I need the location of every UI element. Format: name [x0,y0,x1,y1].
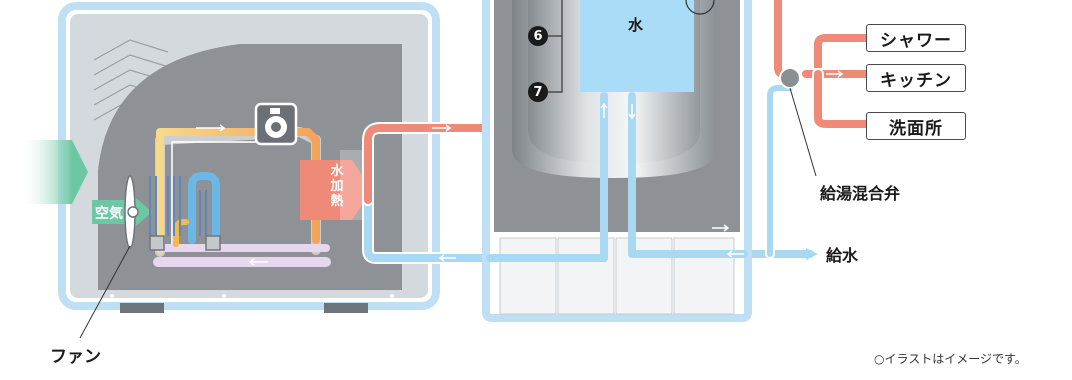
step-bracket [548,0,563,93]
outlet-washroom: 洗面所 [866,112,966,140]
mixing-valve-label: 給湯混合弁 [820,184,901,203]
mixing-valve-leader-line [789,87,817,177]
water-heating-char-3: 熱 [330,194,344,209]
air-label: 空気 [95,206,123,222]
air-flow-arrow [20,140,88,204]
water-supply-arrow [806,248,818,260]
water-supply-label: 給水 [826,246,859,265]
tank-cold-risers [486,92,748,262]
storage-tank-unit [482,0,752,322]
water-heating-label: 水 加 熱 [328,164,346,209]
flow-arrows [196,70,844,266]
footnote: ○イラストはイメージです。 [874,352,1027,366]
fan-label: ファン [50,347,101,367]
step-marker-7: 7 [528,82,548,102]
outlet-kitchen: キッチン [866,64,966,92]
step-marker-6: 6 [528,26,548,46]
mixing-valve-icon [779,67,801,89]
fan-icon [124,175,139,249]
evaporator-fins [149,176,207,236]
tank-base-panels [499,237,735,315]
tank-water-label: 水 [628,16,644,34]
water-heating-char-1: 水 [330,164,344,179]
fan-leader-line [79,245,131,339]
valve-blocks [149,235,221,251]
water-heating-char-2: 加 [330,179,344,194]
compressor-icon [254,102,298,146]
outlet-shower: シャワー [866,24,966,52]
water-heat-exchanger [300,150,372,220]
